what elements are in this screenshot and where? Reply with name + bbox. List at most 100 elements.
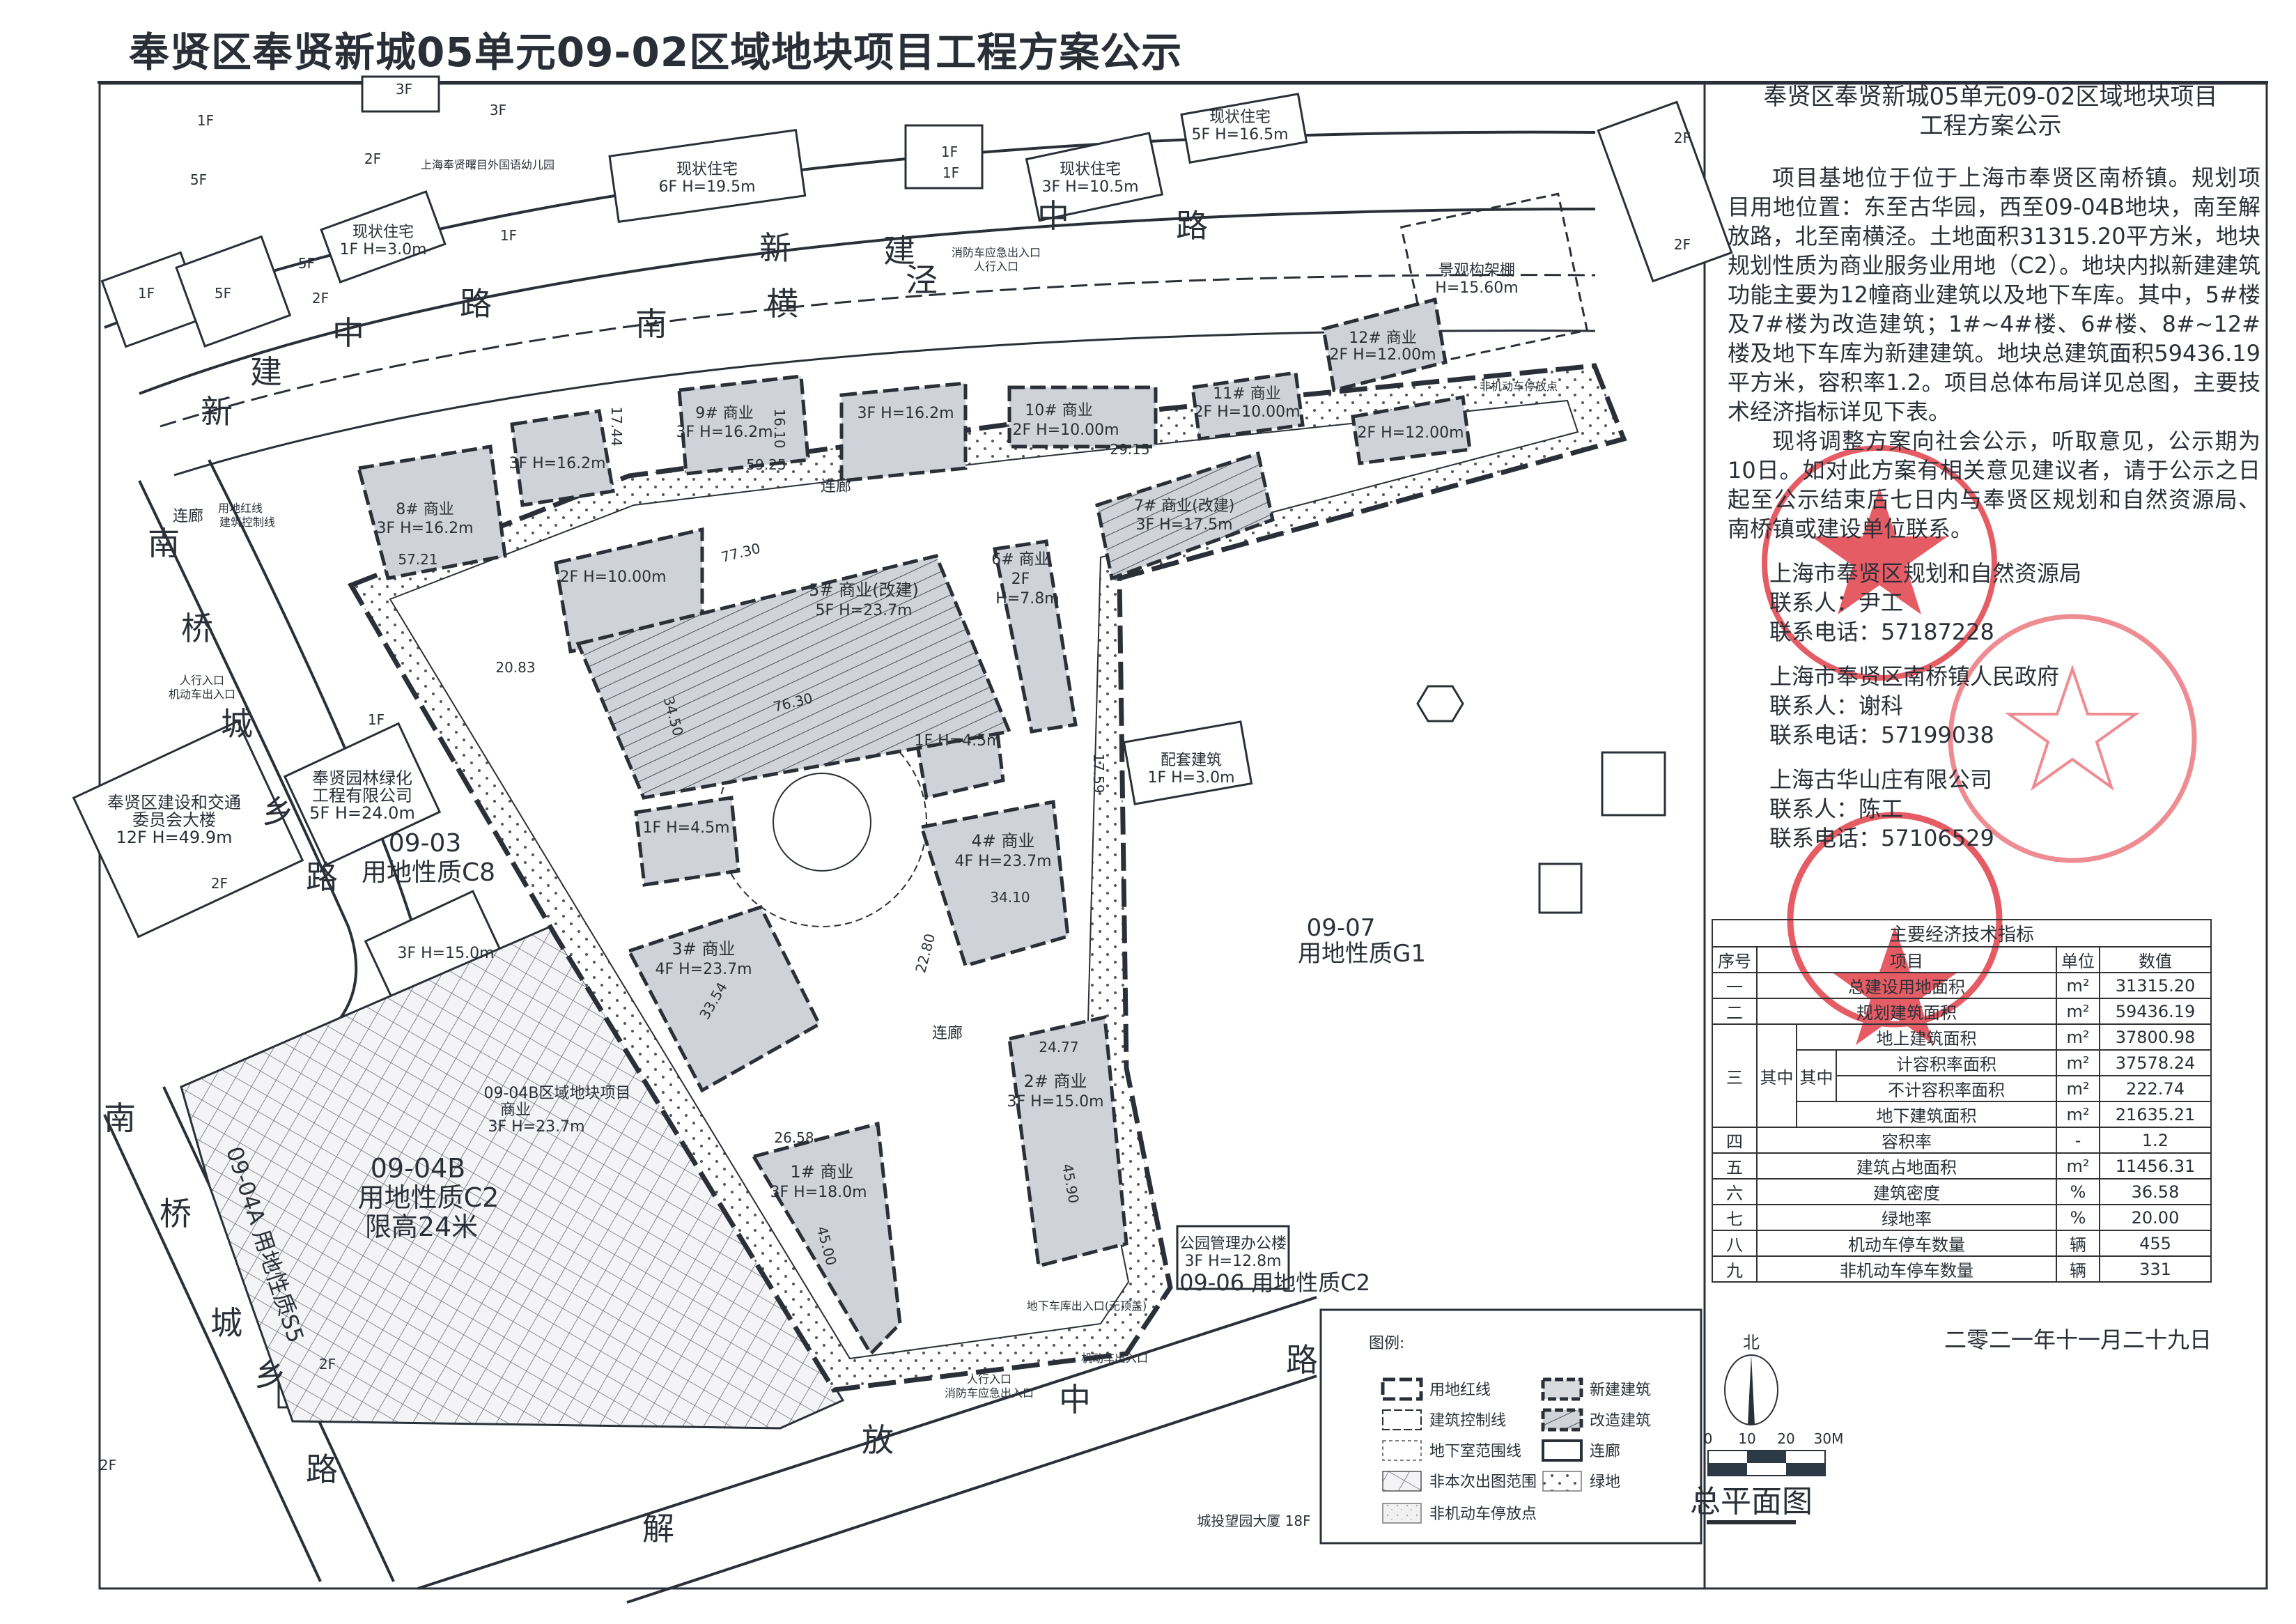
floor-labels: 3F 3F 1F 2F 5F 1F 1F 1F 5F 5F 2F 2F 2F 2…	[100, 81, 1691, 1474]
building-label: H=7.8m	[995, 590, 1059, 608]
building-6	[993, 539, 1078, 734]
building-label: 4F H=23.7m	[655, 961, 752, 978]
road-edge	[626, 1375, 1317, 1604]
legend-swatch-corridor	[1542, 1439, 1583, 1462]
building-label: 1F H=4.5m	[642, 819, 729, 837]
dimension: 29.15	[1110, 441, 1149, 458]
building-label: 2F	[1011, 571, 1030, 588]
cell-item: 容积率	[1756, 1127, 2057, 1154]
map-label: 现状住宅	[1209, 109, 1271, 126]
road-label-char: 乡	[262, 793, 294, 830]
cell-unit: 辆	[2056, 1230, 2100, 1257]
floor-label: 5F	[190, 171, 207, 188]
table-header: 序号	[1712, 946, 1758, 973]
road-label-char: 桥	[181, 610, 213, 647]
cell-item: 绿地率	[1756, 1204, 2057, 1231]
floor-label: 2F	[364, 150, 381, 167]
scale-tick: 0	[1704, 1430, 1713, 1447]
building-label: 5# 商业(改建)	[809, 580, 919, 600]
page-title: 奉贤区奉贤新城05单元09-02区域地块项目工程方案公示	[129, 29, 1183, 76]
cell-value: 222.74	[2099, 1075, 2212, 1102]
building-7	[1095, 451, 1275, 581]
road-label-xinjian-east: 新建中路	[759, 197, 1208, 270]
building-2	[1007, 1014, 1128, 1269]
contact-phone: 联系电话：57187228	[1769, 619, 1994, 645]
building-11	[1190, 371, 1305, 441]
notice-paragraph: 现将调整方案向社会公示，听取意见，公示期为10日。如对此方案有相关意见建议者，请…	[1728, 428, 2260, 542]
building-label: 3F H=15.0m	[1007, 1093, 1103, 1111]
building-9	[677, 374, 810, 476]
parcel-use: 用地性质C8	[362, 858, 495, 887]
map-label: 5F H=24.0m	[309, 803, 415, 823]
building-label: 3# 商业	[672, 939, 735, 959]
building-3	[626, 904, 822, 1093]
road-label-char: 中	[1037, 197, 1069, 235]
corridor-label: 连廊	[932, 1025, 963, 1042]
cell-item: 机动车停车数量	[1756, 1230, 2057, 1257]
cell-value: 37578.24	[2099, 1049, 2212, 1076]
plaza-circle	[773, 773, 871, 872]
cell-value: 59436.19	[2099, 998, 2212, 1025]
entrance-label: 人行入口	[974, 260, 1018, 273]
cell-unit: m²	[2056, 1075, 2100, 1102]
notice-heading-line: 工程方案公示	[1919, 112, 2062, 140]
dimension: 17.59	[1090, 753, 1107, 793]
cell-value: 455	[2099, 1230, 2212, 1257]
entrance-label: 人行入口	[180, 674, 224, 687]
road-label-jiefang: 解放中路	[642, 1341, 1318, 1547]
drawing-title: 总平面图	[1690, 1484, 1813, 1519]
cell-no: 七	[1712, 1204, 1758, 1231]
boundary-note: 建筑控制线	[219, 516, 275, 529]
map-label: 现状住宅	[352, 224, 414, 241]
legend-swatch-green	[1542, 1471, 1582, 1492]
road-label-char: 新	[759, 229, 791, 267]
parcel-id: 09-07	[1307, 914, 1376, 942]
legend-label: 连廊	[1590, 1443, 1620, 1460]
cell-unit: m²	[2056, 1152, 2100, 1180]
map-label: H=15.60m	[1435, 279, 1518, 297]
building-label: 5F H=23.7m	[815, 602, 912, 619]
cell-item: 建筑密度	[1756, 1178, 2057, 1205]
dimension: 24.77	[1039, 1039, 1078, 1055]
floor-label: 2F	[312, 290, 329, 307]
dimension: 59.25	[746, 456, 786, 473]
cell-item: 总建设用地面积	[1756, 972, 2057, 999]
building-2f-12	[1351, 395, 1472, 465]
building-3f-a	[510, 409, 615, 507]
building-3f-b	[839, 381, 968, 483]
building-1f-b	[634, 796, 740, 887]
river-label-nanhengjing: 南横泾	[635, 261, 938, 343]
road-label-char: 路	[460, 285, 492, 323]
floor-label: 2F	[1674, 130, 1691, 146]
bike-parking-label: 非机动车停放点	[1480, 380, 1558, 393]
building-5	[575, 554, 1012, 800]
dimension: 20.83	[495, 659, 535, 676]
road-label-char: 桥	[160, 1195, 192, 1232]
map-label: 1F H=3.0m	[339, 241, 426, 258]
publication-date: 二零二一年十一月二十九日	[1944, 1327, 2212, 1353]
table-row: 七绿地率%20.00	[1712, 1204, 2212, 1231]
floor-label: 1F	[943, 164, 959, 181]
cell-unit: -	[2056, 1127, 2100, 1154]
contact-phone: 联系电话：57199038	[1769, 722, 1994, 748]
road-label-char: 中	[332, 314, 364, 352]
entrance-label: 人行入口	[967, 1372, 1011, 1386]
road-label-char: 城	[210, 1304, 242, 1342]
river-edge	[160, 274, 1596, 428]
boundary-note: 用地红线	[218, 502, 263, 515]
contact-block: 上海市奉贤区南桥镇人民政府 联系人：谢科 联系电话：57199038	[1769, 662, 2260, 750]
building-label: 6# 商业	[991, 551, 1049, 569]
legend-swatch-control-line	[1382, 1409, 1422, 1430]
road-label-char: 建	[883, 232, 915, 270]
road-edge	[103, 1114, 322, 1582]
corridor-label: 连廊	[173, 508, 203, 525]
cell-unit: m²	[2056, 972, 2100, 999]
map-label: 奉贤园林绿化	[312, 768, 412, 788]
building-1	[751, 1121, 902, 1357]
dimension: 57.21	[398, 551, 437, 568]
